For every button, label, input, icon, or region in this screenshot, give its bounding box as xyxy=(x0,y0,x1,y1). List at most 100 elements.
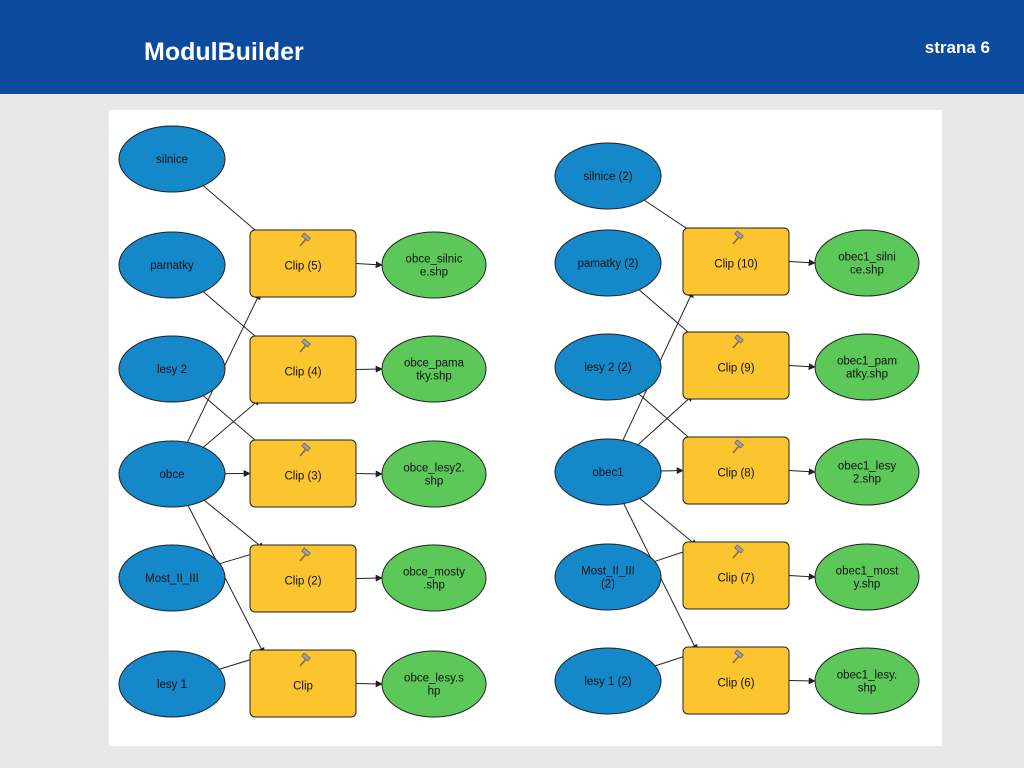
page-number: strana 6 xyxy=(924,38,990,57)
input-node-left-lesy2[interactable] xyxy=(118,335,226,403)
tool-box xyxy=(682,541,790,610)
tool-node-left-2[interactable]: Clip (3) xyxy=(249,439,357,508)
connector-arrow xyxy=(187,505,265,655)
input-label: (2) xyxy=(601,579,615,591)
output-label: obec1_pam xyxy=(837,356,897,368)
output-node-right-3[interactable] xyxy=(814,543,920,611)
connector-arrow xyxy=(355,680,383,688)
hammer-icon xyxy=(732,439,744,454)
tool-label: Clip (4) xyxy=(284,367,321,379)
tool-label: Clip (9) xyxy=(717,363,754,375)
output-label: tky.shp xyxy=(416,371,452,383)
input-node-right-most[interactable] xyxy=(554,543,662,611)
output-ellipse xyxy=(814,229,920,297)
connector-arrow xyxy=(355,470,383,478)
input-label: silnice xyxy=(156,154,188,166)
connector-arrow xyxy=(788,259,816,267)
connector-arrow xyxy=(788,468,816,476)
tool-node-right-4[interactable]: Clip (6) xyxy=(682,646,790,715)
tool-box xyxy=(249,439,357,508)
input-label: obce xyxy=(160,469,185,481)
input-node-right-lesy1[interactable] xyxy=(554,647,662,715)
output-label: ce.shp xyxy=(850,265,884,277)
input-ellipse xyxy=(554,647,662,715)
tool-box xyxy=(682,227,790,296)
output-node-right-2[interactable] xyxy=(814,438,920,506)
hammer-icon xyxy=(732,544,744,559)
input-ellipse xyxy=(118,650,226,718)
tool-label: Clip xyxy=(293,681,313,693)
output-node-left-0[interactable] xyxy=(381,231,487,299)
tool-label: Clip (10) xyxy=(714,259,758,271)
output-ellipse xyxy=(814,438,920,506)
connector-arrow xyxy=(788,573,816,581)
input-node-right-pamatky[interactable] xyxy=(554,229,662,297)
connector-arrow xyxy=(355,365,383,373)
output-label: obec1_lesy xyxy=(838,461,896,473)
connector-arrow xyxy=(202,398,261,448)
tool-label: Clip (2) xyxy=(284,576,321,588)
output-node-left-1[interactable] xyxy=(381,335,487,403)
input-ellipse xyxy=(554,438,662,506)
output-label: 2.shp xyxy=(853,474,881,486)
hammer-icon xyxy=(732,649,744,664)
output-node-left-2[interactable] xyxy=(381,440,487,508)
output-node-left-3[interactable] xyxy=(381,544,487,612)
input-node-right-silnice[interactable] xyxy=(554,142,662,210)
tool-label: Clip (5) xyxy=(284,261,321,273)
output-label: hp xyxy=(428,686,441,698)
output-node-left-4[interactable] xyxy=(381,650,487,718)
output-node-right-1[interactable] xyxy=(814,333,920,401)
input-label: Most_II_III xyxy=(581,566,635,578)
output-ellipse xyxy=(381,231,487,299)
input-node-left-most[interactable] xyxy=(118,544,226,612)
input-ellipse xyxy=(118,335,226,403)
connector-arrow xyxy=(202,185,263,237)
tool-box xyxy=(682,436,790,505)
input-ellipse xyxy=(118,440,226,508)
tool-label: Clip (7) xyxy=(717,573,754,585)
output-label: shp xyxy=(425,476,444,488)
tool-node-right-1[interactable]: Clip (9) xyxy=(682,331,790,400)
output-label: obce_lesy.s xyxy=(404,673,464,685)
output-ellipse xyxy=(381,440,487,508)
tool-box xyxy=(682,646,790,715)
output-ellipse xyxy=(381,544,487,612)
connector-arrow xyxy=(638,393,696,444)
input-label: pamatky (2) xyxy=(578,258,639,270)
input-node-left-silnice[interactable] xyxy=(118,125,226,193)
tool-node-left-4[interactable]: Clip xyxy=(249,649,357,718)
input-label: pamatky xyxy=(150,260,194,272)
tool-node-left-3[interactable]: Clip (2) xyxy=(249,544,357,613)
input-node-right-obce[interactable] xyxy=(554,438,662,506)
input-node-right-lesy2[interactable] xyxy=(554,333,662,401)
input-label: silnice (2) xyxy=(583,171,632,183)
output-node-right-0[interactable] xyxy=(814,229,920,297)
input-node-left-obce[interactable] xyxy=(118,440,226,508)
input-label: obec1 xyxy=(592,467,623,479)
tool-node-left-0[interactable]: Clip (5) xyxy=(249,229,357,298)
input-node-left-lesy1[interactable] xyxy=(118,650,226,718)
output-label: atky.shp xyxy=(846,369,888,381)
tool-node-right-2[interactable]: Clip (8) xyxy=(682,436,790,505)
input-label: lesy 1 (2) xyxy=(584,676,631,688)
input-ellipse xyxy=(118,544,226,612)
input-node-left-pamatky[interactable] xyxy=(118,231,226,299)
tool-node-right-0[interactable]: Clip (10) xyxy=(682,227,790,296)
page-title: ModulBuilder xyxy=(144,38,304,66)
tool-box xyxy=(249,229,357,298)
output-label: obce_lesy2. xyxy=(403,463,464,475)
output-node-right-4[interactable] xyxy=(814,647,920,715)
tool-box xyxy=(249,649,357,718)
output-ellipse xyxy=(381,335,487,403)
tool-box xyxy=(249,544,357,613)
output-label: obec1_lesy. xyxy=(837,670,898,682)
connector-arrow xyxy=(355,574,383,582)
input-ellipse xyxy=(554,333,662,401)
output-ellipse xyxy=(381,650,487,718)
tool-node-left-1[interactable]: Clip (4) xyxy=(249,335,357,404)
input-ellipse xyxy=(554,543,662,611)
input-ellipse xyxy=(118,125,226,193)
tool-node-right-3[interactable]: Clip (7) xyxy=(682,541,790,610)
